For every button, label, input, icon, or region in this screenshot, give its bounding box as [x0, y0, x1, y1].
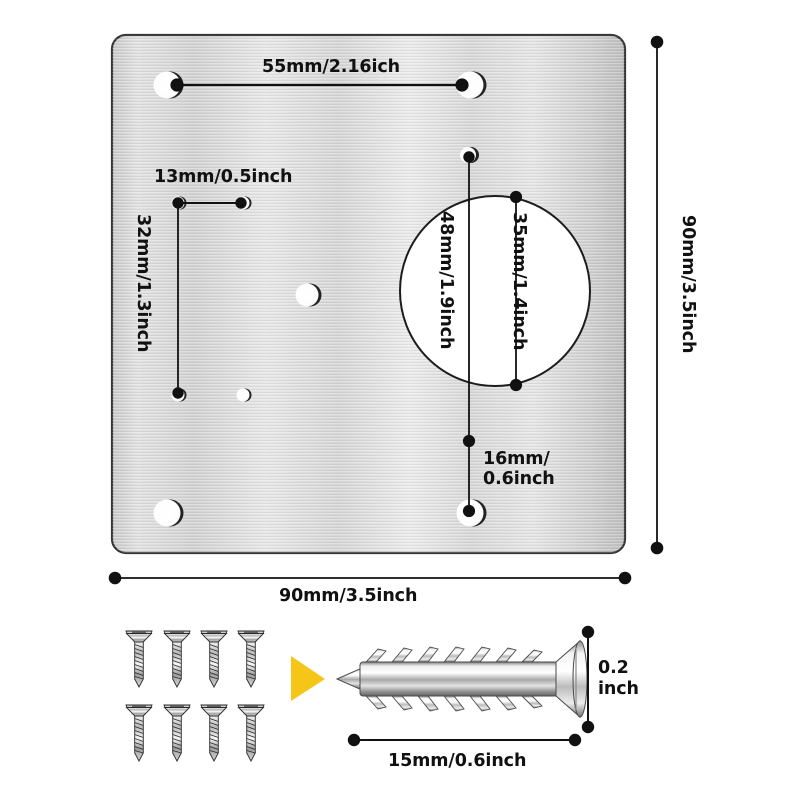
hole-bottom-left — [153, 499, 184, 527]
small-screw-group — [125, 630, 265, 762]
hinge-cup-cutout — [399, 195, 591, 387]
repair-plate-body — [110, 33, 627, 555]
dimension-label-16mm: 16mm/ 0.6inch — [483, 449, 555, 489]
dimension-label-13mm: 13mm/0.5inch — [154, 167, 293, 187]
dimline-32mm — [172, 197, 184, 399]
screw-dimension-label-0-2inch: 0.2 inch — [598, 658, 639, 699]
dimline-55mm — [170, 78, 469, 92]
screw-dimension-label-15mm: 15mm/0.6inch — [388, 751, 527, 771]
dimline-90mm-vertical — [650, 35, 664, 555]
small-screw — [163, 704, 191, 762]
screw-dimension-lines — [347, 625, 595, 747]
dimline-35mm — [509, 190, 523, 392]
small-screw — [125, 630, 153, 688]
small-screw — [237, 704, 265, 762]
dimline-90mm-horizontal — [108, 571, 632, 585]
dimension-label-90mm-width: 90mm/3.5inch — [279, 586, 418, 606]
small-screw — [237, 630, 265, 688]
dimension-label-55mm: 55mm/2.16ich — [262, 57, 401, 77]
small-screw — [163, 630, 191, 688]
dimline-48mm — [462, 151, 476, 518]
hole-top-right — [456, 71, 487, 99]
play-arrow-icon — [291, 656, 325, 701]
large-screw-detail — [335, 639, 588, 719]
small-screw — [125, 704, 153, 762]
small-screw — [200, 630, 228, 688]
hole-center — [295, 283, 322, 307]
small-screw — [200, 704, 228, 762]
hole-small-lower-right — [236, 388, 252, 402]
dimline-15mm — [347, 733, 582, 747]
plate-dimension-lines — [108, 35, 664, 585]
dimline-0-2inch — [581, 625, 595, 734]
hole-top-left — [153, 71, 184, 99]
